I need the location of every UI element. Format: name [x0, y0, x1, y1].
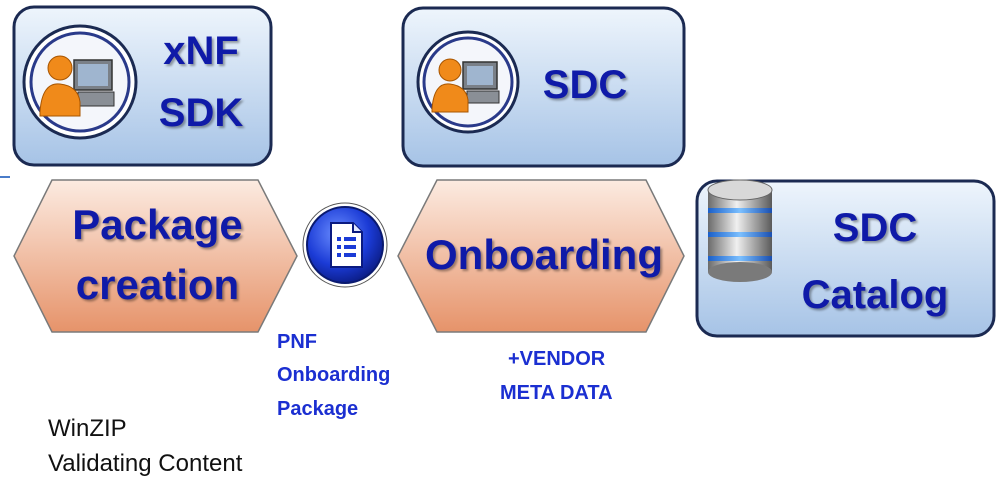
document-icon	[302, 202, 388, 288]
user-computer-icon	[416, 30, 520, 134]
onboarding-step	[397, 179, 685, 333]
user-computer-icon	[22, 24, 138, 140]
onboarding-label: Onboarding	[425, 231, 663, 278]
pnf-package-note-line3: Package	[277, 398, 359, 420]
xnf-sdk-label-line2: SDK	[158, 91, 244, 135]
pnf-package-note-line2: Onboarding	[277, 364, 391, 386]
validating-content-text: Validating Content	[48, 450, 243, 477]
vendor-meta-note-line2: META DATA	[500, 382, 613, 404]
sdc-catalog-label-line1: SDC	[832, 206, 918, 250]
package-creation-label-line2: creation	[75, 261, 240, 308]
vendor-meta-note-line1: +VENDOR	[508, 348, 606, 370]
sdc-catalog-label-line2: Catalog	[801, 273, 949, 317]
sdc-label: SDC	[542, 63, 628, 107]
xnf-sdk-label-line1: xNF	[163, 29, 239, 73]
winzip-text: WinZIP	[48, 415, 127, 442]
package-creation-label-line1: Package	[72, 201, 243, 248]
package-creation-step	[13, 179, 298, 333]
database-icon	[707, 179, 773, 282]
pnf-package-note-line1: PNF	[277, 331, 317, 353]
